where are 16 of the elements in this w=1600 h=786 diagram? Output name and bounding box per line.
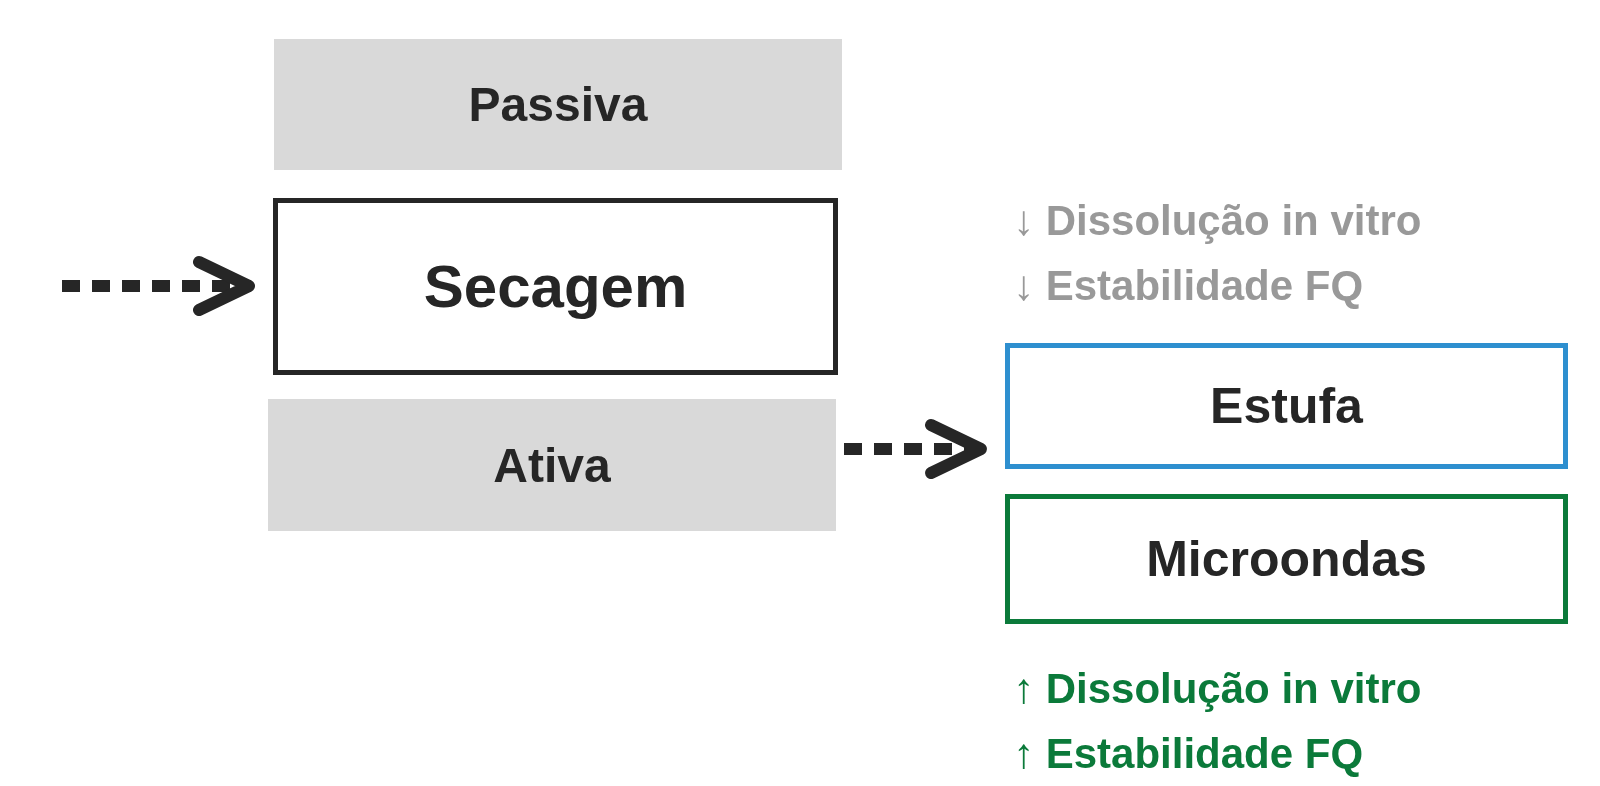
process-box [273,198,838,375]
box-label: Passiva [468,77,648,132]
effect-note: ↑ Estabilidade FQ [1013,733,1364,775]
dotted-arrow [844,419,987,479]
effect-note: ↓ Dissolução in vitro [1013,200,1422,242]
box-label: Estufa [1210,377,1363,435]
box-label: Ativa [493,437,611,493]
box-label: Microondas [1146,530,1427,588]
process-box [268,399,836,531]
process-box [1005,343,1568,469]
effect-note: ↑ Dissolução in vitro [1013,668,1422,710]
effect-note: ↓ Estabilidade FQ [1013,265,1364,307]
dotted-arrow [62,256,255,316]
box-label: Secagem [423,252,688,321]
process-box [1005,494,1568,624]
process-box [274,39,842,170]
